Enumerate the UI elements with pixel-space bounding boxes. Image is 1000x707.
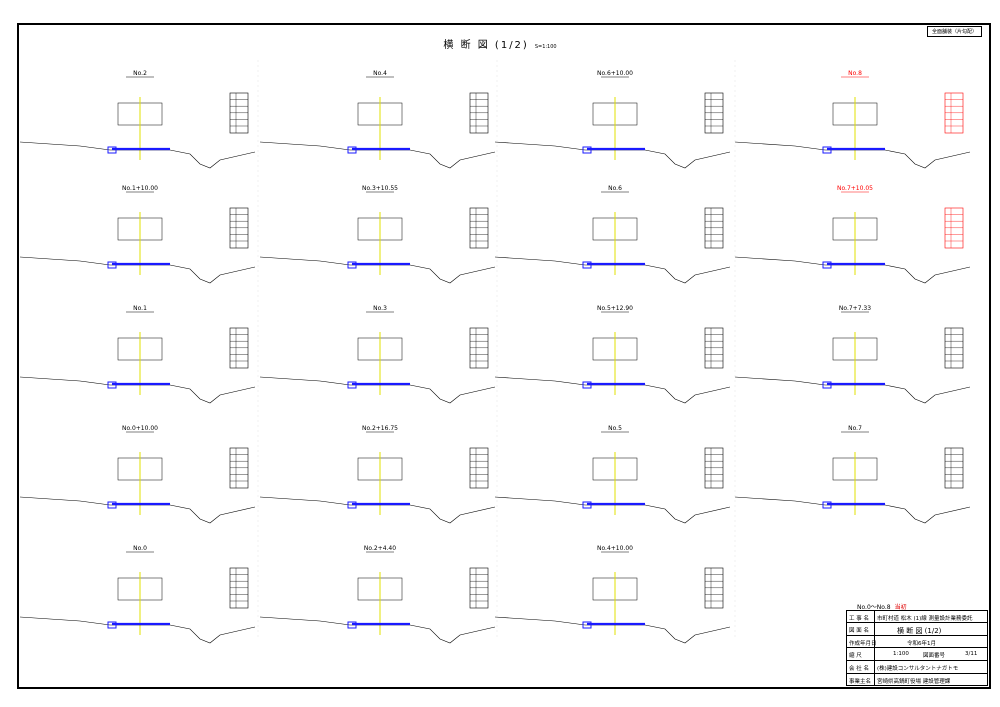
station-label: No.7+7.33 (839, 305, 871, 312)
title-block-value: 市町村道 松木 (1)線 測量設計業務委託 (877, 616, 973, 622)
station-label: No.1+10.00 (122, 185, 158, 192)
drawing-number-label: 図面番号 (923, 653, 946, 659)
ground-line (259, 376, 496, 404)
title-block-value: (株)建設コンサルタントナガトモ (877, 666, 959, 672)
section-data-table (229, 327, 249, 369)
ground-line (259, 141, 496, 169)
title-block-key: 工 事 名 (849, 616, 869, 622)
station-label: No.0+10.00 (122, 425, 158, 432)
station-label: No.3+10.55 (362, 185, 398, 192)
station-label: No.0 (133, 545, 147, 552)
station-label: No.2 (133, 70, 147, 77)
ground-line (19, 616, 256, 644)
pavement-stamp: 全面舗装（片勾配） (926, 26, 982, 37)
ground-line (19, 376, 256, 404)
station-label: No.6 (608, 185, 622, 192)
side-ditch (822, 261, 832, 269)
station-label: No.2+4.40 (364, 545, 396, 552)
title-block-row: 図 面 名 横 断 図 (1/2) (847, 623, 987, 636)
station-label: No.1 (133, 305, 147, 312)
ground-line (259, 616, 496, 644)
section-data-table (704, 447, 724, 489)
side-ditch (107, 261, 117, 269)
ground-line (494, 616, 731, 644)
section-data-table (944, 447, 964, 489)
title-block: 工 事 名 市町村道 松木 (1)線 測量設計業務委託 図 面 名 横 断 図 … (846, 610, 988, 686)
station-label: No.8 (848, 70, 862, 77)
side-ditch (822, 146, 832, 154)
station-label: No.5 (608, 425, 622, 432)
side-ditch (347, 381, 357, 389)
side-ditch (347, 621, 357, 629)
side-ditch (347, 146, 357, 154)
side-ditch (582, 501, 592, 509)
station-label: No.7 (848, 425, 862, 432)
title-block-row: 事業主名 宮崎県高鍋町役場 建設管理課 (847, 674, 987, 686)
station-label: No.4 (373, 70, 387, 77)
title-block-key: 縮 尺 (849, 653, 862, 659)
ground-line (494, 141, 731, 169)
side-ditch (107, 146, 117, 154)
station-label: No.3 (373, 305, 387, 312)
ground-line (259, 256, 496, 284)
ground-line (494, 496, 731, 524)
side-ditch (347, 501, 357, 509)
side-ditch (822, 381, 832, 389)
section-data-table (704, 327, 724, 369)
title-block-key: 会 社 名 (849, 666, 869, 672)
side-ditch (107, 621, 117, 629)
side-ditch (822, 501, 832, 509)
station-label: No.4+10.00 (597, 545, 633, 552)
side-ditch (582, 261, 592, 269)
station-label: No.7+10.05 (837, 185, 873, 192)
section-data-table (229, 447, 249, 489)
title-block-value: 宮崎県高鍋町役場 建設管理課 (877, 679, 951, 685)
ground-line (734, 141, 971, 169)
side-ditch (107, 501, 117, 509)
title-block-value: 横 断 図 (1/2) (897, 627, 942, 635)
title-block-key: 事業主名 (849, 679, 872, 685)
title-block-value: 1:100 (893, 651, 909, 657)
drawing-number: 3/11 (965, 651, 978, 657)
side-ditch (347, 261, 357, 269)
side-ditch (582, 381, 592, 389)
drawing-title: 横 断 図 (1/2) S=1:100 (0, 36, 1000, 51)
ground-line (734, 256, 971, 284)
ground-line (494, 376, 731, 404)
ground-line (494, 256, 731, 284)
title-block-key: 図 面 名 (849, 628, 869, 634)
station-label: No.5+12.90 (597, 305, 633, 312)
title-block-row: 縮 尺 1:100 図面番号 3/11 (847, 648, 987, 661)
ground-line (19, 496, 256, 524)
station-label: No.2+16.75 (362, 425, 398, 432)
station-label: No.6+10.00 (597, 70, 633, 77)
side-ditch (107, 381, 117, 389)
title-block-value: 令和6年1月 (907, 641, 936, 647)
title-block-row: 工 事 名 市町村道 松木 (1)線 測量設計業務委託 (847, 611, 987, 623)
ground-line (19, 256, 256, 284)
drawing-title-text: 横 断 図 (1/2) (443, 40, 529, 51)
title-block-key: 作成年月日 (849, 641, 877, 647)
side-ditch (582, 146, 592, 154)
title-block-note: 当初 (894, 604, 907, 611)
ground-line (734, 376, 971, 404)
title-block-range: No.0～No.8 (857, 604, 891, 611)
title-block-divider (874, 611, 875, 685)
ground-line (19, 141, 256, 169)
drawing-scale: S=1:100 (534, 44, 557, 50)
title-block-row: 作成年月日 令和6年1月 (847, 636, 987, 648)
ground-line (259, 496, 496, 524)
ground-line (734, 496, 971, 524)
section-data-table (469, 327, 489, 369)
title-block-row: 会 社 名 (株)建設コンサルタントナガトモ (847, 661, 987, 674)
side-ditch (582, 621, 592, 629)
section-data-table (469, 447, 489, 489)
section-data-table (944, 327, 964, 369)
